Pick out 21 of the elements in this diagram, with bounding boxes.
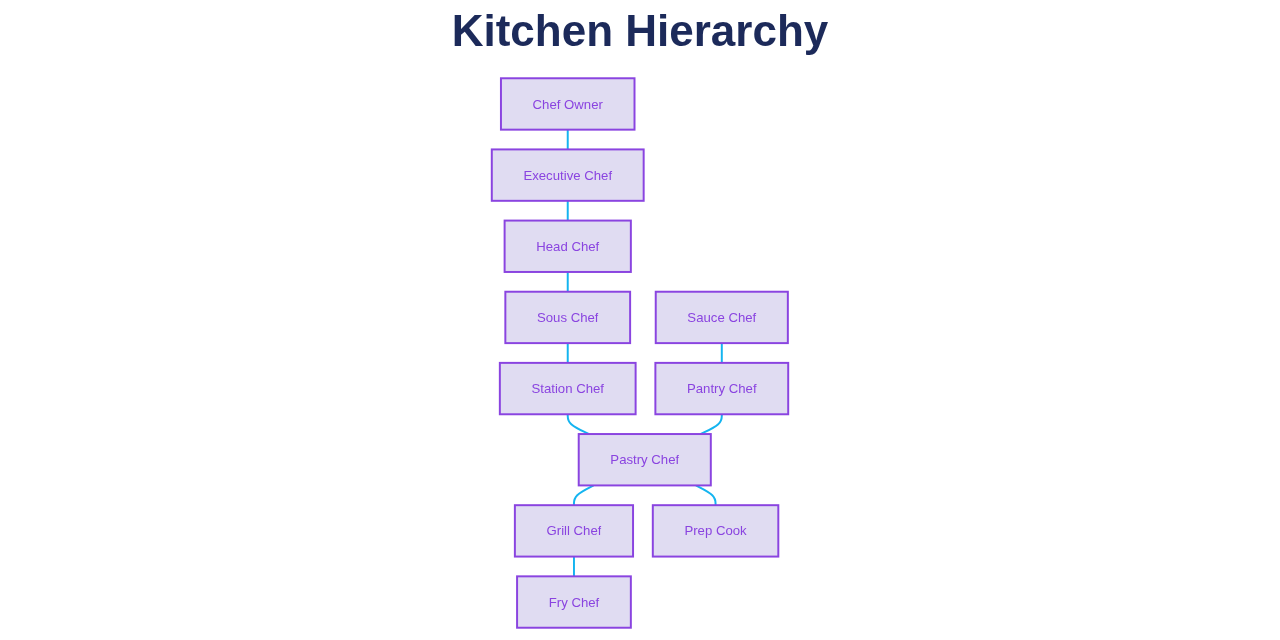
connector bbox=[566, 341, 569, 364]
node-box: Executive Chef bbox=[490, 147, 645, 202]
node-box: Pastry Chef bbox=[577, 432, 712, 486]
connector bbox=[566, 128, 569, 150]
connector bbox=[720, 341, 723, 364]
connector bbox=[694, 483, 717, 506]
node-box: Head Chef bbox=[503, 219, 632, 273]
node-box: Sous Chef bbox=[504, 290, 632, 344]
node-box: Sauce Chef bbox=[654, 290, 789, 344]
connector bbox=[572, 555, 575, 577]
diagram-title: Kitchen Hierarchy bbox=[450, 5, 830, 56]
connector bbox=[699, 412, 723, 435]
node-box: Fry Chef bbox=[516, 574, 632, 629]
node-box: Pantry Chef bbox=[654, 361, 790, 415]
node-box: Chef Owner bbox=[499, 76, 636, 131]
node-box: Station Chef bbox=[498, 361, 637, 415]
connector bbox=[572, 483, 595, 506]
node-box: Grill Chef bbox=[513, 503, 635, 558]
connector bbox=[566, 270, 569, 293]
connector bbox=[566, 199, 569, 222]
node-box: Prep Cook bbox=[651, 503, 780, 558]
